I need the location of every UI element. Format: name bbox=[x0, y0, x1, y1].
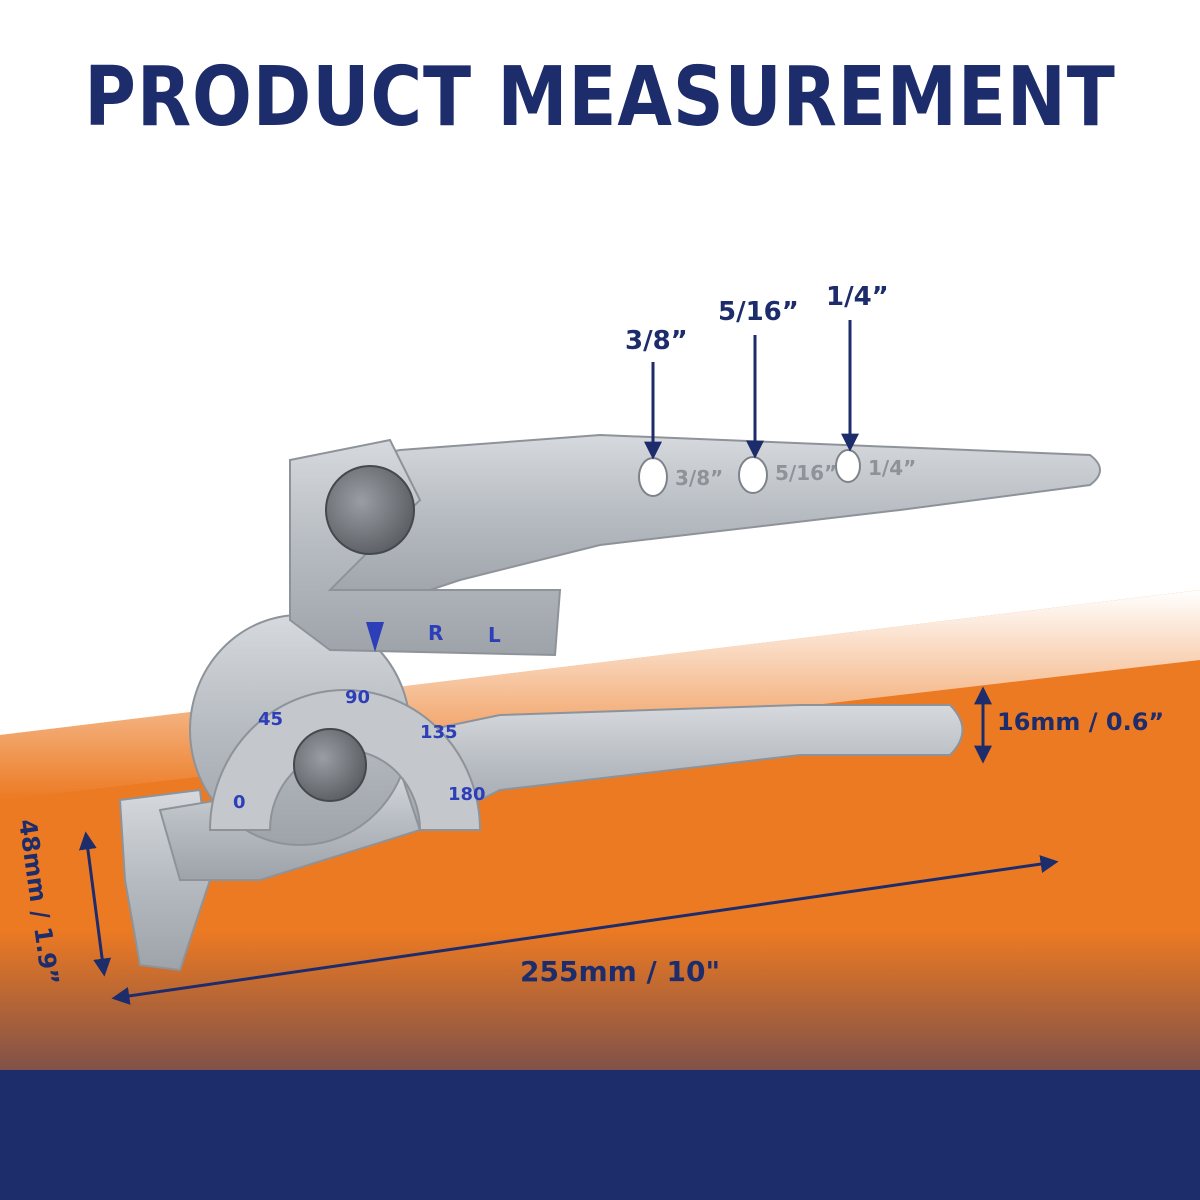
label-3-8: 3/8” bbox=[625, 326, 688, 356]
arrow-length bbox=[111, 855, 1059, 1005]
label-5-16: 5/16” bbox=[718, 297, 799, 327]
dial-135: 135 bbox=[420, 722, 458, 743]
label-handle-thickness: 16mm / 0.6” bbox=[997, 708, 1165, 736]
engraving-3-8: 3/8” bbox=[675, 466, 723, 490]
dial-180: 180 bbox=[448, 784, 486, 805]
arrow-height bbox=[78, 831, 112, 977]
page-title: PRODUCT MEASUREMENT bbox=[84, 50, 1116, 145]
upper-handle bbox=[299, 433, 1101, 601]
label-length: 255mm / 10" bbox=[520, 955, 721, 988]
marking-r: R bbox=[428, 621, 443, 645]
engraving-1-4: 1/4” bbox=[868, 456, 916, 480]
hole-3-8 bbox=[638, 457, 668, 497]
label-1-4: 1/4” bbox=[826, 282, 889, 312]
pivot-pin bbox=[325, 465, 415, 555]
hole-5-16 bbox=[738, 456, 768, 494]
hole-1-4 bbox=[835, 449, 861, 483]
engraving-5-16: 5/16” bbox=[775, 461, 837, 485]
pointer-triangle bbox=[366, 622, 384, 652]
dial-90: 90 bbox=[345, 687, 370, 708]
dial-45: 45 bbox=[258, 709, 283, 730]
dial-0: 0 bbox=[233, 792, 246, 813]
marking-l: L bbox=[488, 623, 501, 647]
lower-handle bbox=[378, 704, 964, 832]
center-pin bbox=[293, 728, 367, 802]
